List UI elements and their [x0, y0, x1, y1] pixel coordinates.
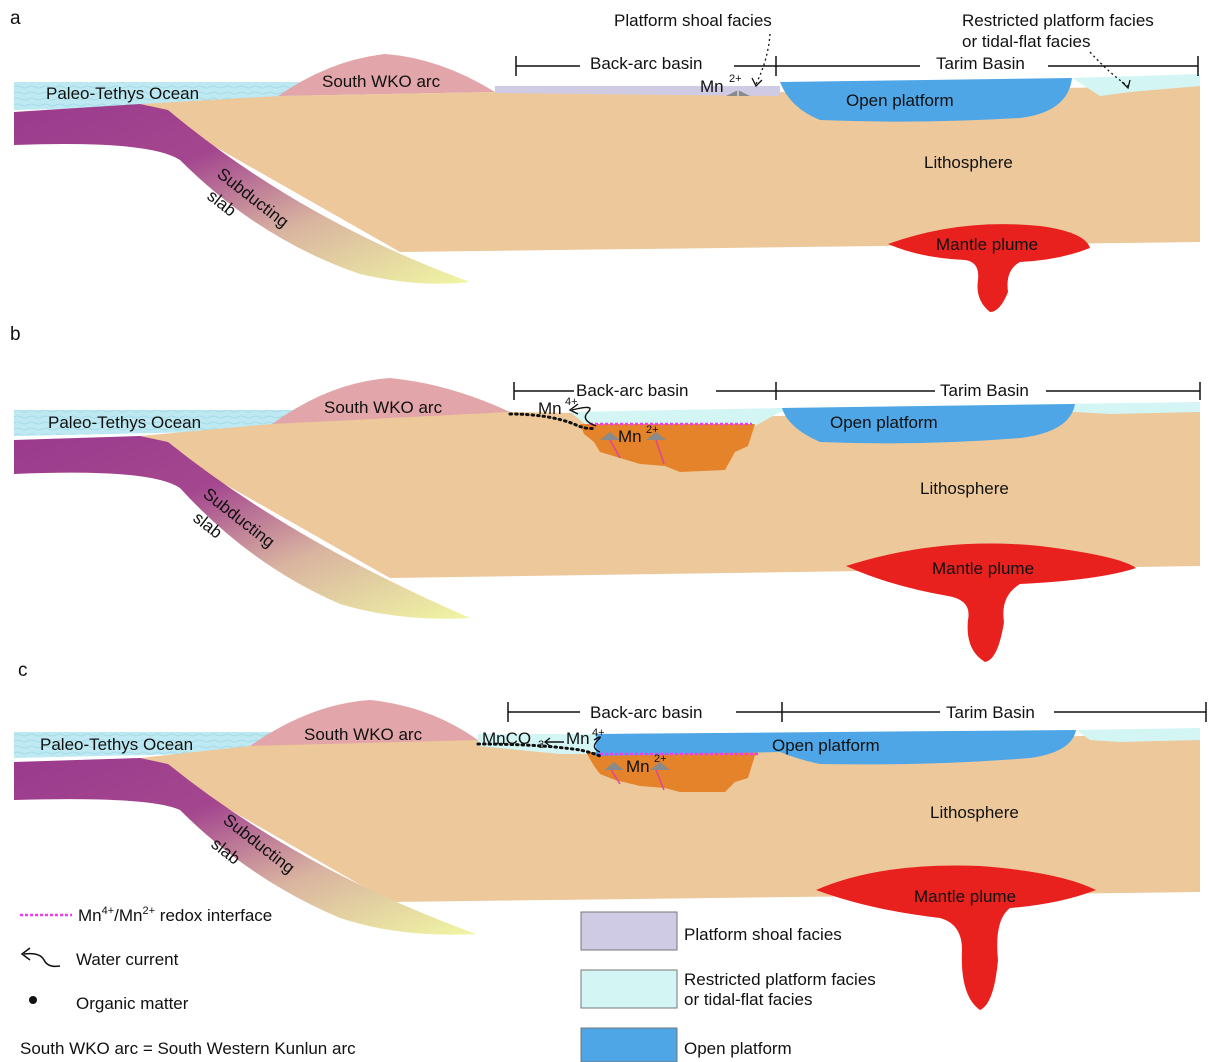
restricted-platform — [1076, 728, 1200, 742]
arc-label: South WKO arc — [324, 398, 443, 417]
callout-shoal-label: Platform shoal facies — [614, 11, 772, 30]
arc-label: South WKO arc — [304, 725, 423, 744]
panel-c: c Back-arc basin Tarim Basin Paleo-Tethy… — [14, 660, 1206, 1010]
mn4-sup: 4+ — [592, 727, 605, 739]
legend-open: Open platform — [684, 1039, 792, 1058]
callout-restricted-label-1: Restricted platform facies — [962, 11, 1154, 30]
mantle-plume-label: Mantle plume — [914, 887, 1016, 906]
open-platform-label: Open platform — [772, 736, 880, 755]
mnco3-label: MnCO — [482, 729, 531, 748]
mn-sup: 2+ — [729, 73, 742, 85]
panel-a: a Back-arc basin Tarim Basin Paleo-Tethy… — [10, 8, 1200, 312]
mn2-label: Mn — [618, 427, 642, 446]
panel-a-letter: a — [10, 8, 21, 29]
back-arc-basin-label: Back-arc basin — [590, 703, 702, 722]
open-platform-label: Open platform — [846, 91, 954, 110]
lithosphere-label: Lithosphere — [930, 803, 1019, 822]
mn2-label: Mn — [626, 757, 650, 776]
panel-b-letter: b — [10, 324, 21, 345]
legend-restricted-1: Restricted platform facies — [684, 970, 876, 989]
lithosphere-label: Lithosphere — [920, 479, 1009, 498]
ocean-label: Paleo-Tethys Ocean — [48, 413, 201, 432]
back-arc-basin-label: Back-arc basin — [576, 381, 688, 400]
panel-c-letter: c — [18, 660, 28, 681]
mn4-label: Mn — [566, 729, 590, 748]
tarim-basin-label: Tarim Basin — [936, 54, 1025, 73]
mantle-plume-label: Mantle plume — [932, 559, 1034, 578]
mn2-sup: 2+ — [654, 753, 667, 765]
legend-abbrev: South WKO arc = South Western Kunlun arc — [20, 1039, 356, 1058]
mantle-plume-label: Mantle plume — [936, 235, 1038, 254]
lithosphere-label: Lithosphere — [924, 153, 1013, 172]
mnco3-sub: 3 — [538, 739, 544, 751]
legend-restricted-swatch — [581, 970, 677, 1008]
mn4-label: Mn — [538, 399, 562, 418]
legend-organic-matter: Organic matter — [76, 994, 189, 1013]
water-current-icon — [22, 948, 60, 966]
legend-redox-mn4: Mn — [78, 906, 102, 925]
legend-shoal: Platform shoal facies — [684, 925, 842, 944]
arc-label: South WKO arc — [322, 72, 441, 91]
mn2-sup: 2+ — [646, 424, 659, 436]
tarim-basin-label: Tarim Basin — [946, 703, 1035, 722]
legend-restricted-2: or tidal-flat facies — [684, 990, 813, 1009]
legend-redox-sup2: 2+ — [143, 905, 156, 917]
legend-redox-label: Mn4+/Mn2+ redox interface — [78, 905, 272, 925]
callout-restricted-label-2: or tidal-flat facies — [962, 32, 1091, 51]
legend-redox-sup4: 4+ — [102, 905, 115, 917]
organic-matter-icon — [29, 996, 37, 1004]
legend-water-current: Water current — [76, 950, 179, 969]
ocean-label: Paleo-Tethys Ocean — [40, 735, 193, 754]
legend-redox-text: redox interface — [155, 906, 272, 925]
legend-shoal-swatch — [581, 912, 677, 950]
panel-b: b Back-arc basin Tarim Basin Paleo-Tethy… — [10, 324, 1200, 662]
ocean-label: Paleo-Tethys Ocean — [46, 84, 199, 103]
tarim-basin-label: Tarim Basin — [940, 381, 1029, 400]
mn4-sup: 4+ — [565, 396, 578, 408]
callout-shoal-arrow — [756, 34, 770, 84]
open-platform-label: Open platform — [830, 413, 938, 432]
mn-label: Mn — [700, 77, 724, 96]
legend-open-swatch — [581, 1028, 677, 1062]
back-arc-basin-label: Back-arc basin — [590, 54, 702, 73]
legend-redox-mn2: /Mn — [114, 906, 142, 925]
